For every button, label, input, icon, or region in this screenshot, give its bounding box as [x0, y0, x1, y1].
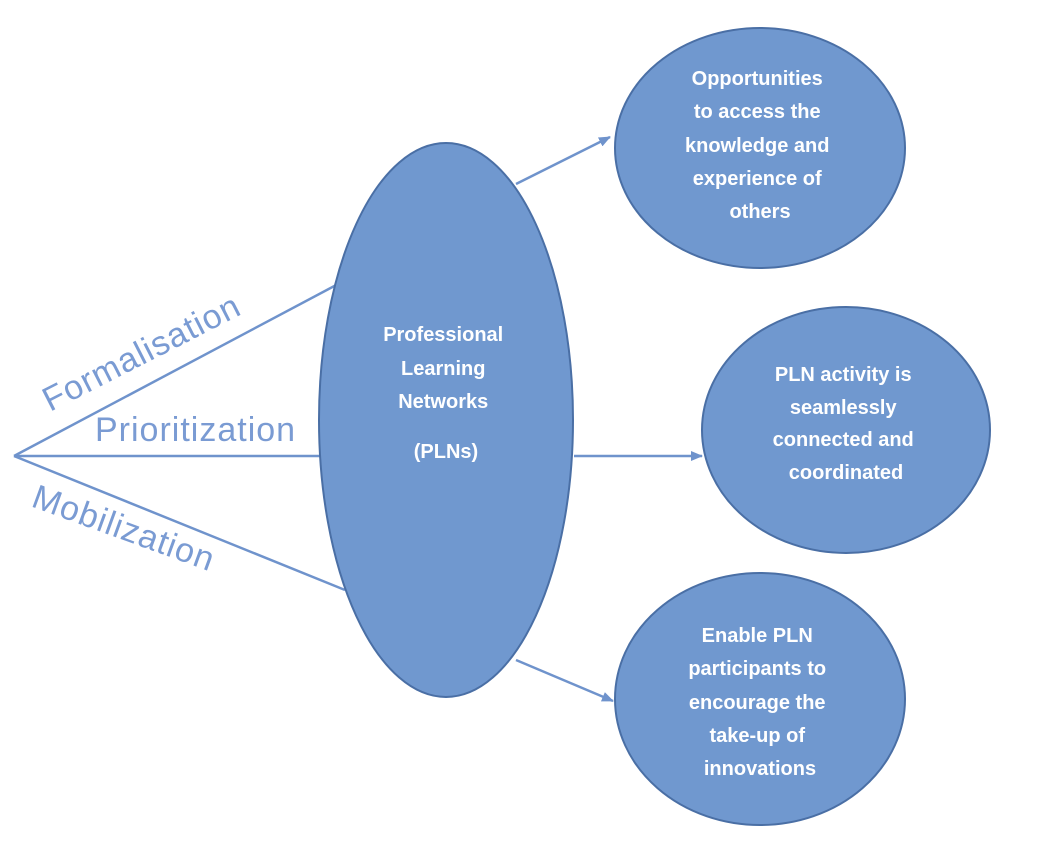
outcome-enable-pln-text: Enable PLN participants to encourage the…	[688, 625, 831, 780]
center-line-2: Learning	[401, 358, 485, 380]
outcome-1-line-5: others	[729, 201, 790, 223]
center-line-1: Professional	[383, 324, 503, 346]
outcome-2-line-1: PLN activity is	[775, 364, 912, 386]
outcome-3-line-1: Enable PLN	[702, 625, 813, 647]
outcome-1-line-3: knowledge and	[685, 135, 829, 157]
pln-center-node	[318, 142, 574, 698]
arrow-to-enable-pln	[515, 658, 614, 703]
center-line-3: Networks	[398, 391, 488, 413]
outcome-2-line-3: connected and	[773, 429, 914, 451]
mobilization-line	[13, 454, 346, 592]
pln-center-text: Professional Learning Networks (PLNs)	[383, 324, 509, 463]
center-line-4: (PLNs)	[414, 441, 478, 463]
prioritization-label: Prioritization	[95, 411, 296, 449]
outcome-opportunities-text: Opportunities to access the knowledge an…	[685, 68, 835, 223]
outcome-3-line-4: take-up of	[709, 725, 805, 747]
outcome-2-line-2: seamlessly	[790, 397, 898, 419]
arrow-to-opportunities	[515, 135, 611, 186]
outcome-1-line-1: Opportunities	[692, 68, 823, 90]
outcome-1-line-2: to access the	[694, 101, 821, 123]
outcome-opportunities-node	[614, 27, 906, 269]
outcome-pln-activity-text: PLN activity is seamlessly connected and…	[773, 364, 920, 484]
outcome-2-line-4: coordinated	[789, 462, 903, 484]
outcome-pln-activity-node	[701, 306, 991, 554]
outcome-1-line-4: experience of	[693, 168, 822, 190]
formalisation-line	[13, 281, 341, 458]
formalisation-label: Formalisation	[36, 287, 247, 419]
outcome-3-line-5: innovations	[704, 758, 816, 780]
outcome-enable-pln-node	[614, 572, 906, 826]
outcome-3-line-3: encourage the	[689, 692, 826, 714]
outcome-3-line-2: participants to	[688, 658, 826, 680]
